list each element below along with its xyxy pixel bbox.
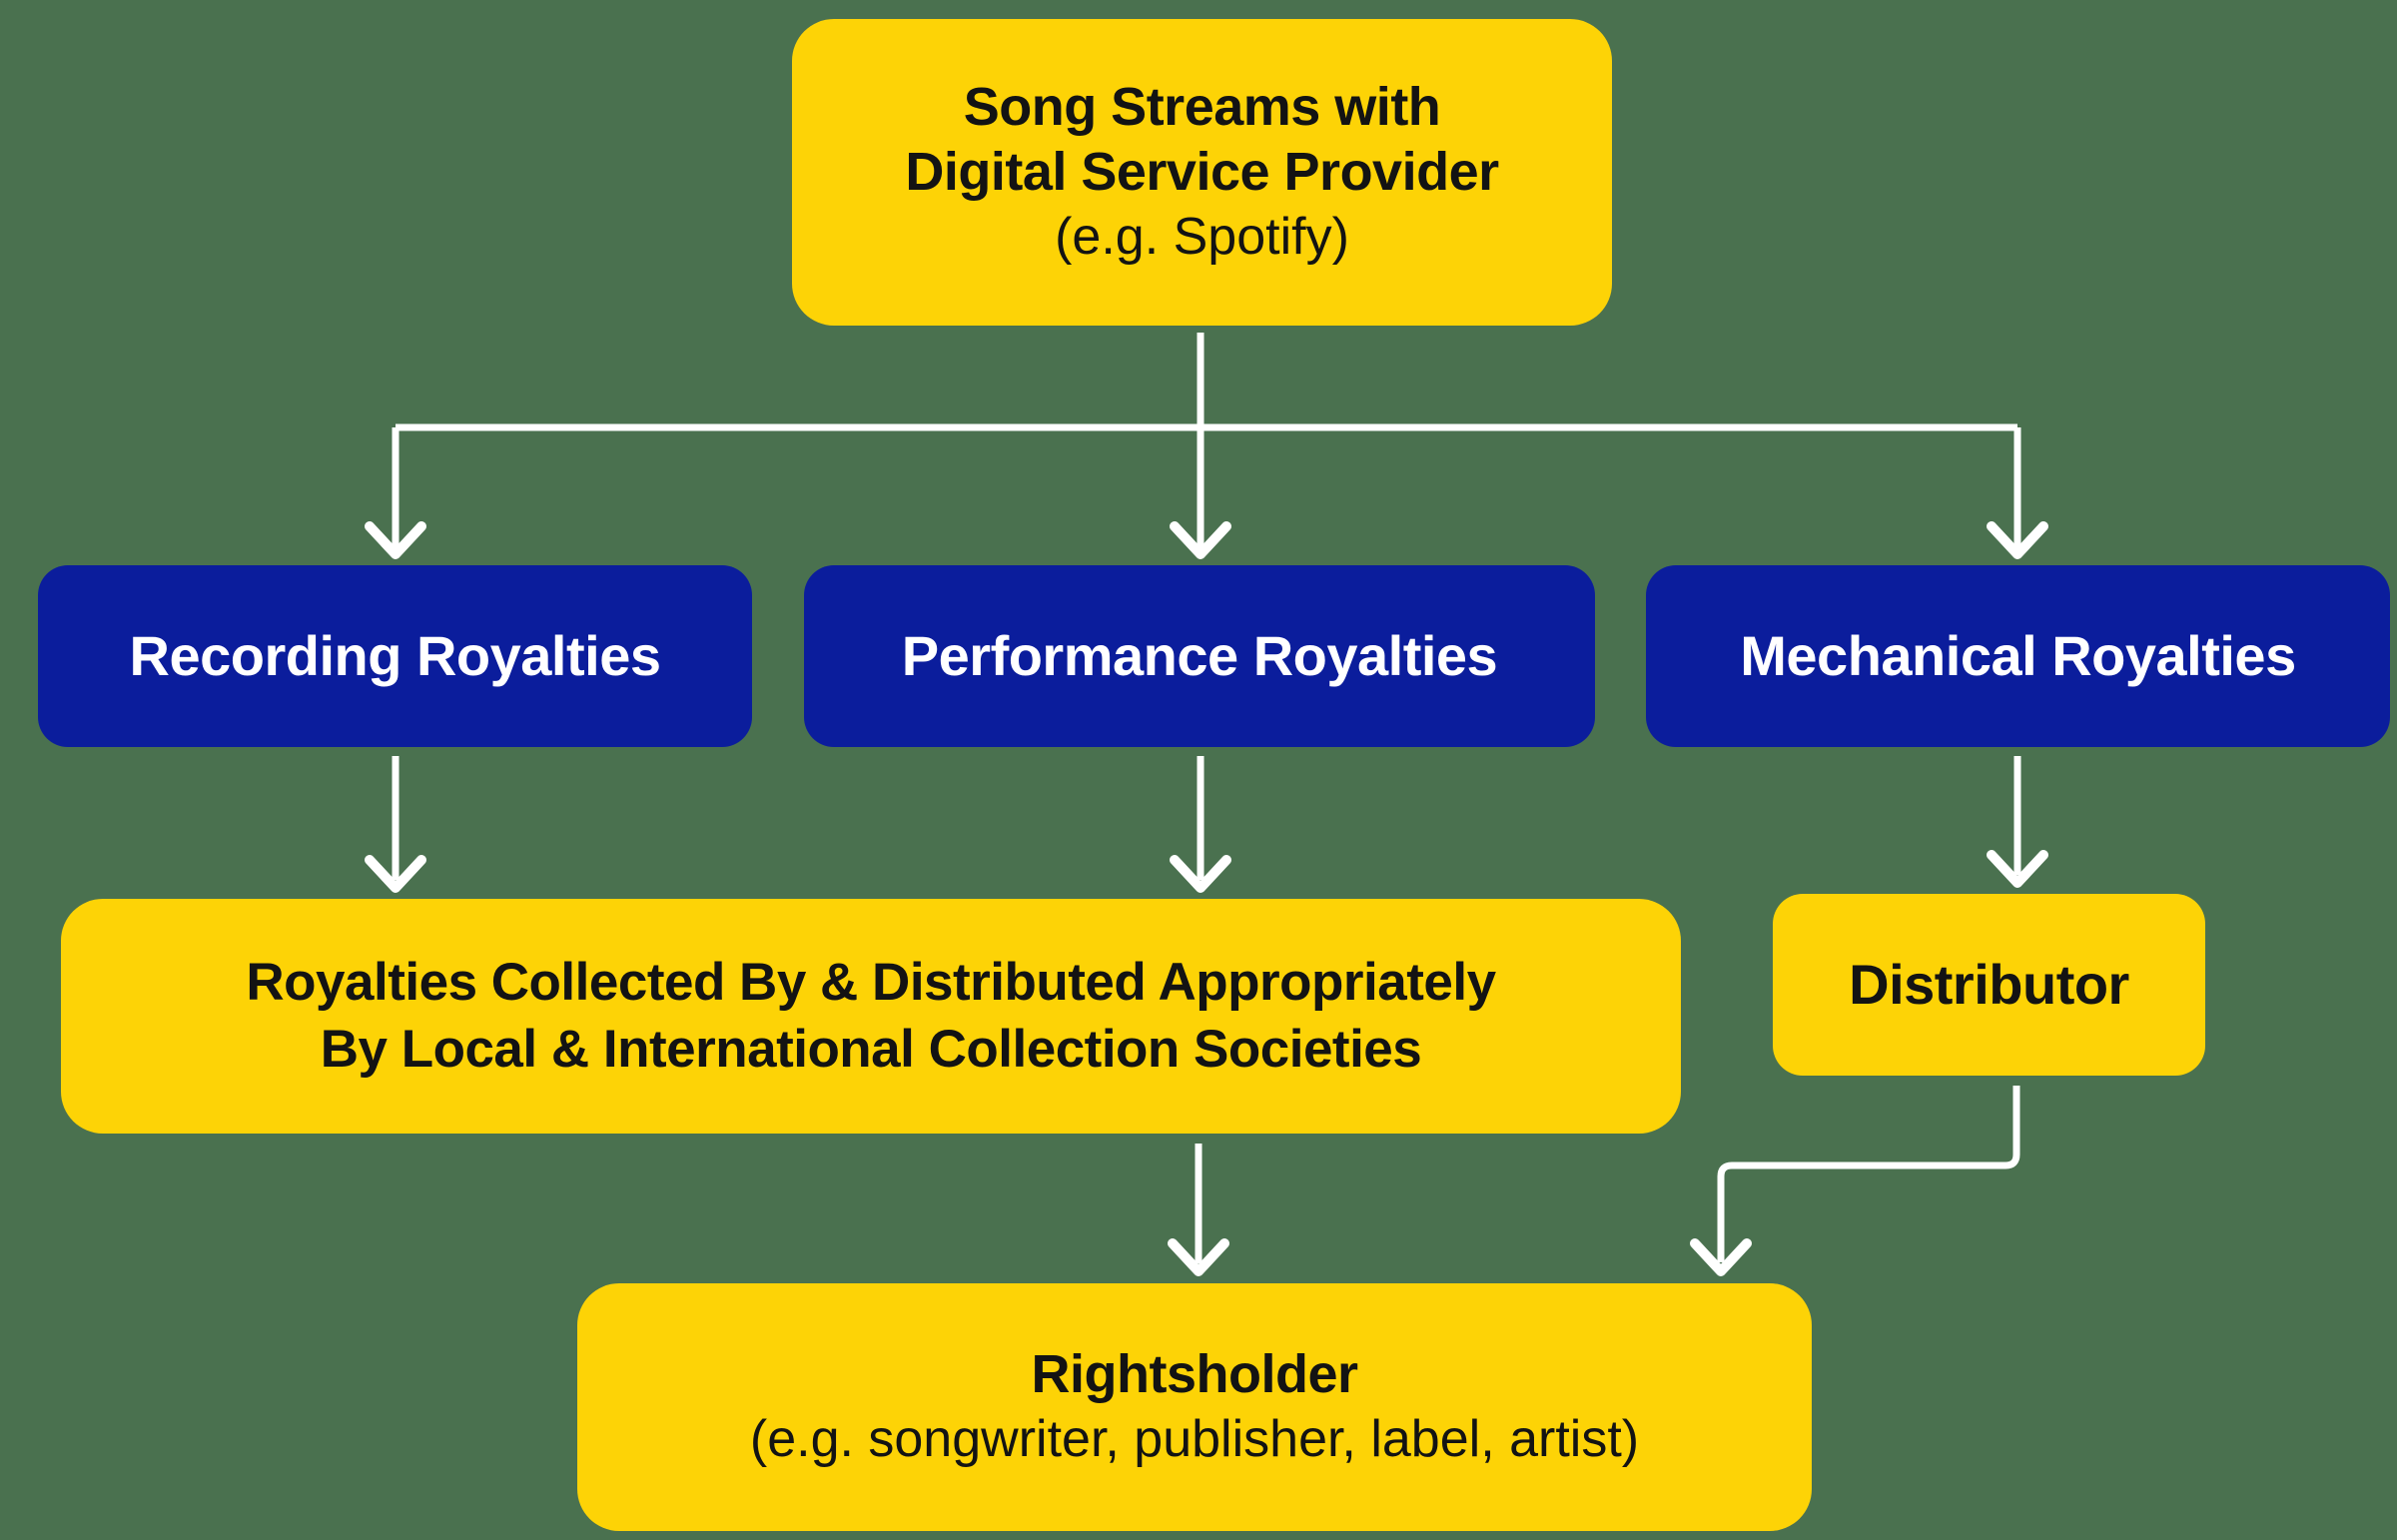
node-recording-royalties: Recording Royalties — [38, 565, 752, 747]
node-title-line: Song Streams with — [963, 77, 1441, 138]
arrow-down-icon — [1987, 521, 2048, 559]
node-label: Distributor — [1849, 952, 2129, 1016]
edge-song-streams-fanout — [392, 333, 2021, 548]
node-performance-royalties: Performance Royalties — [804, 565, 1595, 747]
node-song-streams: Song Streams with Digital Service Provid… — [792, 19, 1612, 326]
arrow-down-icon — [1987, 850, 2048, 888]
arrow-down-icon — [1690, 1238, 1752, 1276]
node-title-line: Digital Service Provider — [905, 142, 1499, 202]
arrow-down-icon — [1170, 855, 1231, 893]
node-label: Performance Royalties — [901, 623, 1498, 687]
node-label: Recording Royalties — [129, 623, 661, 687]
arrow-down-icon — [1168, 1238, 1229, 1276]
arrow-down-icon — [365, 521, 426, 559]
node-collection-societies: Royalties Collected By & Distributed App… — [61, 899, 1681, 1134]
node-distributor: Distributor — [1773, 894, 2205, 1076]
node-subtitle: (e.g. Spotify) — [1055, 207, 1349, 266]
edge-distributor-to-rightsholder — [1717, 1086, 2020, 1262]
node-mechanical-royalties: Mechanical Royalties — [1646, 565, 2390, 747]
node-title: Rightsholder — [1031, 1344, 1359, 1405]
node-title-line: By Local & International Collection Soci… — [320, 1019, 1422, 1079]
arrow-down-icon — [1170, 521, 1231, 559]
node-label: Mechanical Royalties — [1740, 623, 2296, 687]
connector-elbow-line — [1717, 1086, 2020, 1262]
node-rightsholder: Rightsholder (e.g. songwriter, publisher… — [577, 1283, 1812, 1531]
node-subtitle: (e.g. songwriter, publisher, label, arti… — [749, 1409, 1640, 1468]
node-title-line: Royalties Collected By & Distributed App… — [246, 953, 1496, 1013]
arrow-down-icon — [365, 855, 426, 893]
